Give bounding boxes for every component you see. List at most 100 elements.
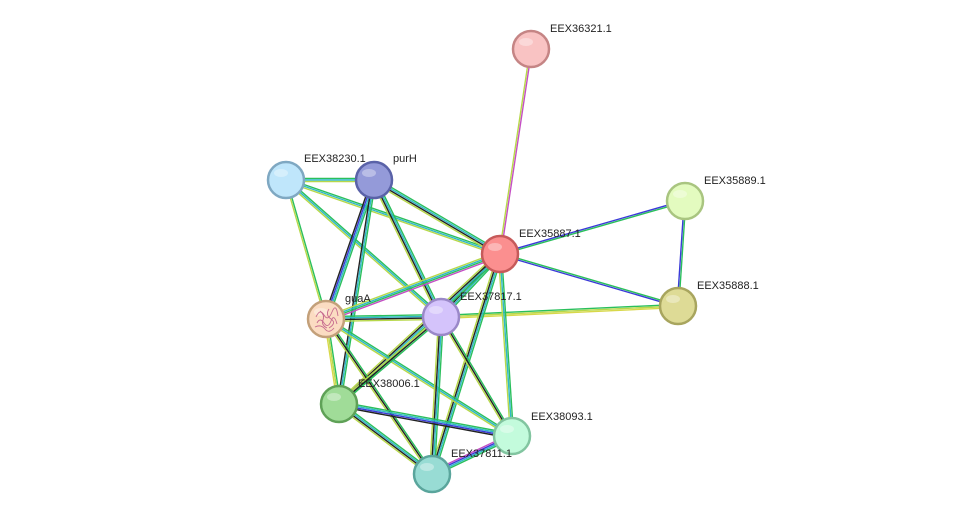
node-circle[interactable] (421, 297, 461, 337)
edge-purh-eex38006-1[interactable] (336, 179, 377, 405)
node-label: purH (393, 153, 417, 165)
edge-evidence-line (372, 181, 500, 257)
edge-eex38006-1-eex37811-1[interactable] (337, 401, 434, 477)
edge-evidence-line (371, 180, 440, 319)
node-eex35887-1[interactable]: EEX35887.1 (480, 228, 581, 274)
edge-eex38230-1-guaa[interactable] (284, 179, 328, 320)
node-eex38230-1[interactable]: EEX38230.1 (266, 153, 366, 200)
node-guaa[interactable]: guaA (306, 293, 371, 339)
node-highlight (420, 463, 434, 471)
node-label: EEX37817.1 (460, 291, 522, 303)
edge-evidence-line (339, 180, 377, 405)
edge-eex37817-1-eex38093-1[interactable] (439, 315, 514, 438)
node-highlight (327, 393, 341, 401)
edge-evidence-line (500, 201, 686, 256)
edge-evidence-line (325, 318, 513, 437)
edge-evidence-line (374, 178, 501, 254)
node-label: EEX37811.1 (451, 448, 512, 460)
edge-eex37817-1-eex35888-1[interactable] (440, 303, 679, 320)
edge-evidence-line (326, 318, 442, 323)
node-circle[interactable] (266, 160, 306, 200)
edge-evidence-line (284, 180, 326, 320)
node-highlight (500, 425, 514, 433)
edge-evidence-line (500, 49, 533, 255)
edge-evidence-line (339, 402, 433, 474)
edge-evidence-line (324, 179, 374, 319)
edge-evidence-line (339, 402, 513, 436)
edge-evidence-line (432, 317, 443, 475)
node-label: EEX35887.1 (519, 228, 581, 240)
node-label: EEX38006.1 (358, 378, 420, 390)
edge-evidence-line (428, 316, 440, 474)
edge-evidence-line (440, 316, 513, 437)
node-highlight (666, 295, 680, 303)
edge-eex35887-1-eex38093-1[interactable] (497, 253, 515, 437)
edge-eex37817-1-eex37811-1[interactable] (428, 316, 445, 475)
edge-evidence-line (499, 199, 685, 254)
edge-evidence-line (338, 404, 512, 438)
node-circle[interactable] (354, 160, 394, 200)
edge-evidence-line (338, 404, 432, 476)
node-circle[interactable] (412, 454, 452, 494)
edge-evidence-line (325, 252, 500, 319)
structure-strand (326, 308, 334, 329)
edge-evidence-line (429, 253, 499, 474)
node-label: EEX35889.1 (704, 175, 766, 187)
node-circle[interactable] (306, 299, 346, 339)
edge-evidence-line (326, 180, 376, 320)
node-circle[interactable] (511, 29, 551, 69)
edge-eex36321-1-eex35887-1[interactable] (498, 48, 533, 255)
edge-evidence-line (338, 405, 512, 440)
node-eex35889-1[interactable]: EEX35889.1 (665, 175, 766, 221)
node-circle[interactable] (658, 286, 698, 326)
edge-evidence-line (441, 315, 514, 436)
edge-evidence-line (375, 178, 444, 317)
edge-evidence-line (498, 48, 531, 254)
structure-strand (315, 307, 339, 319)
edge-evidence-line (339, 317, 443, 406)
edge-purh-eex35887-1[interactable] (372, 177, 502, 257)
edge-evidence-line (430, 253, 500, 474)
structure-strand (316, 317, 338, 326)
node-label: EEX36321.1 (550, 23, 612, 35)
node-highlight (673, 190, 687, 198)
edge-evidence-line (286, 179, 328, 319)
edge-evidence-line (326, 254, 501, 321)
node-purh[interactable]: purH (354, 153, 417, 200)
edge-purh-eex37817-1[interactable] (371, 178, 444, 319)
node-circle[interactable] (665, 181, 705, 221)
node-eex38006-1[interactable]: EEX38006.1 (319, 378, 420, 424)
edge-evidence-line (339, 254, 502, 406)
node-highlight (274, 169, 288, 177)
protein-structure-icon (314, 307, 339, 332)
edge-evidence-line (339, 400, 513, 435)
node-eex37817-1[interactable]: EEX37817.1 (421, 291, 522, 337)
node-eex36321-1[interactable]: EEX36321.1 (511, 23, 612, 69)
edge-eex37817-1-eex38006-1[interactable] (337, 315, 443, 406)
edge-evidence-line (326, 317, 434, 474)
edge-guaa-eex38093-1[interactable] (324, 317, 514, 438)
node-label: EEX35888.1 (697, 280, 759, 292)
edge-evidence-line (323, 178, 373, 319)
node-eex35888-1[interactable]: EEX35888.1 (658, 280, 759, 326)
node-label: EEX38093.1 (531, 411, 593, 423)
edge-eex35887-1-guaa[interactable] (324, 251, 502, 322)
edge-eex35887-1-eex35888-1[interactable] (499, 252, 679, 308)
node-circle[interactable] (319, 384, 359, 424)
edge-evidence-line (433, 317, 445, 475)
edge-evidence-line (324, 319, 512, 438)
edge-eex38006-1-eex38093-1[interactable] (338, 400, 513, 440)
node-eex38093-1[interactable]: EEX38093.1 (492, 411, 593, 456)
edge-evidence-line (374, 179, 443, 317)
node-circle[interactable] (492, 416, 532, 456)
node-eex37811-1[interactable]: EEX37811.1 (412, 448, 512, 494)
edge-guaa-eex37811-1[interactable] (324, 317, 434, 476)
edge-evidence-line (500, 252, 679, 306)
node-circle[interactable] (480, 234, 520, 274)
edge-evidence-line (500, 253, 515, 436)
edge-evidence-line (337, 315, 441, 404)
edge-eex35889-1-eex35887-1[interactable] (499, 199, 686, 256)
edge-evidence-line (439, 317, 512, 438)
